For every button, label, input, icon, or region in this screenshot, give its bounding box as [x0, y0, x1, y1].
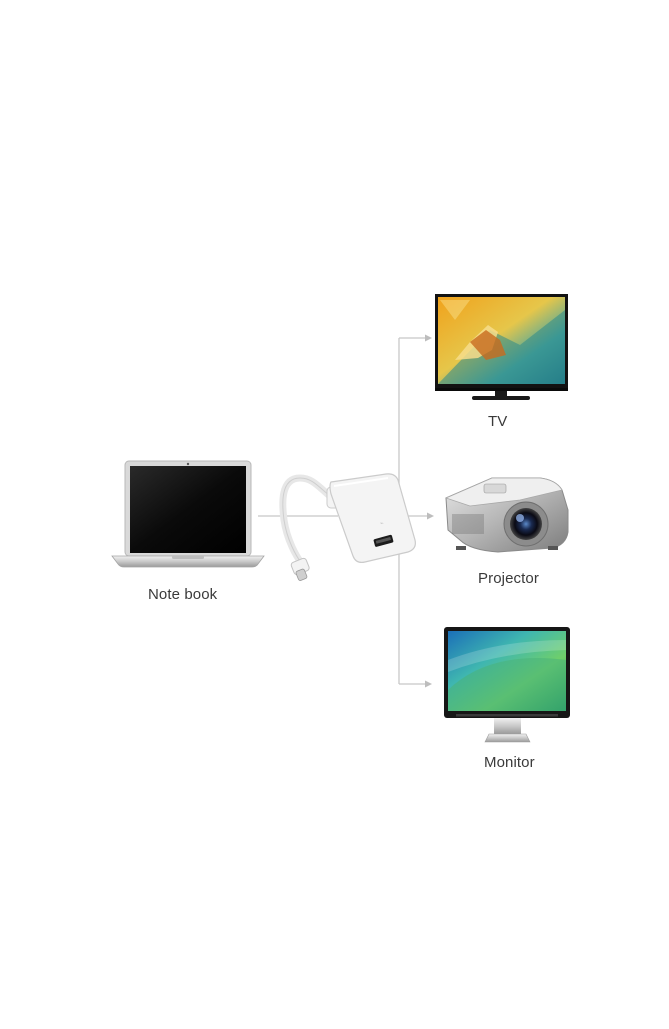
projector-label: Projector [478, 570, 539, 587]
projector-arrowhead [427, 512, 434, 520]
projector-icon [444, 477, 569, 553]
svg-text:⌁: ⌁ [380, 521, 384, 527]
monitor-icon [444, 627, 570, 743]
tv-label: TV [488, 413, 508, 430]
tv-icon [435, 294, 568, 400]
notebook-label: Note book [148, 586, 218, 603]
monitor-arrowhead [425, 680, 432, 688]
tv-arrowhead [425, 334, 432, 342]
laptop-icon [111, 460, 265, 568]
usb-c-to-hdmi-adapter-icon: ⌁ [279, 473, 416, 581]
monitor-label: Monitor [484, 754, 535, 771]
